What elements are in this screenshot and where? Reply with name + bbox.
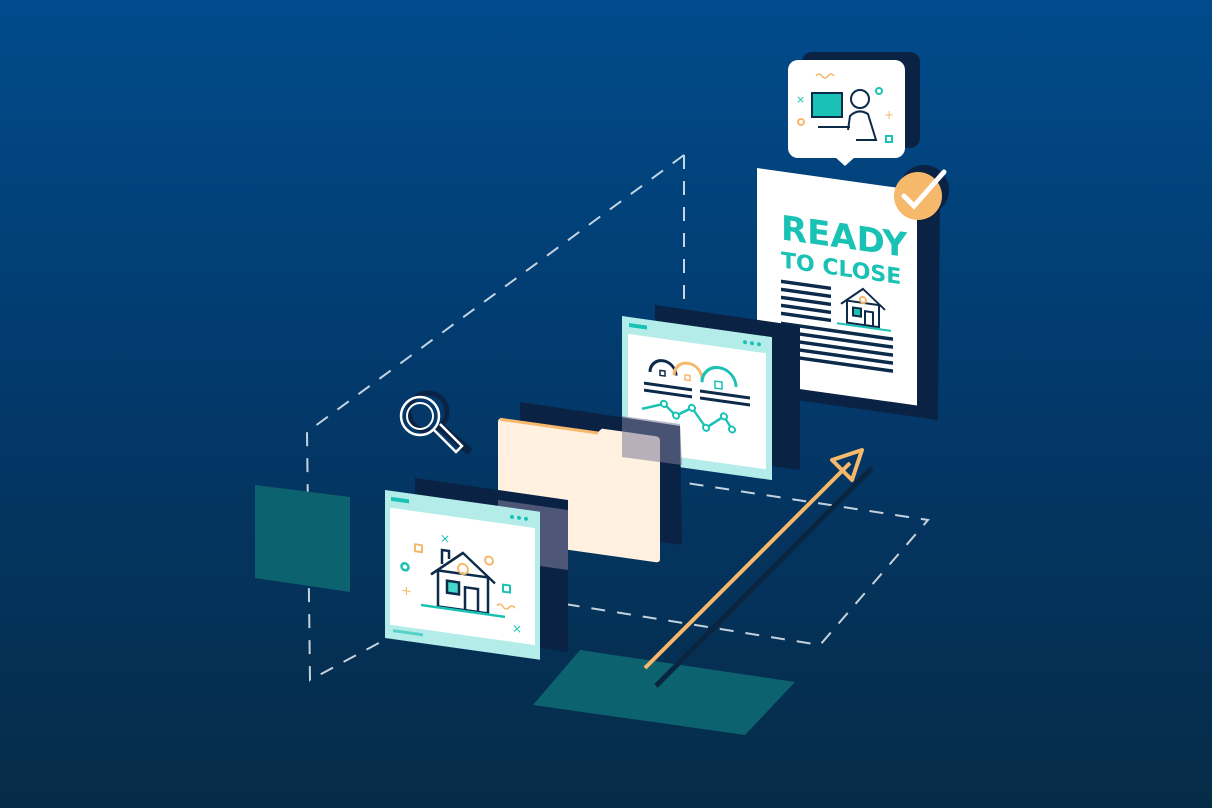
svg-text:+: +: [401, 583, 412, 599]
teal-panel-left: [255, 485, 350, 592]
svg-text:+: +: [884, 108, 894, 122]
teal-panel-floor: [533, 650, 795, 735]
check-badge-icon: [894, 165, 949, 220]
speech-bubble-person-computer-icon: × +: [788, 52, 920, 166]
svg-text:×: ×: [796, 93, 805, 106]
svg-text:×: ×: [512, 621, 522, 636]
svg-text:×: ×: [440, 531, 450, 546]
magnifier-icon: [399, 390, 473, 456]
dashed-frame: [305, 154, 930, 682]
house-icon: [837, 287, 891, 332]
arrow-up-right-icon: [643, 448, 874, 688]
ready-to-close-document: READY TO CLOSE: [757, 168, 940, 420]
house-window: × + ×: [385, 478, 568, 660]
